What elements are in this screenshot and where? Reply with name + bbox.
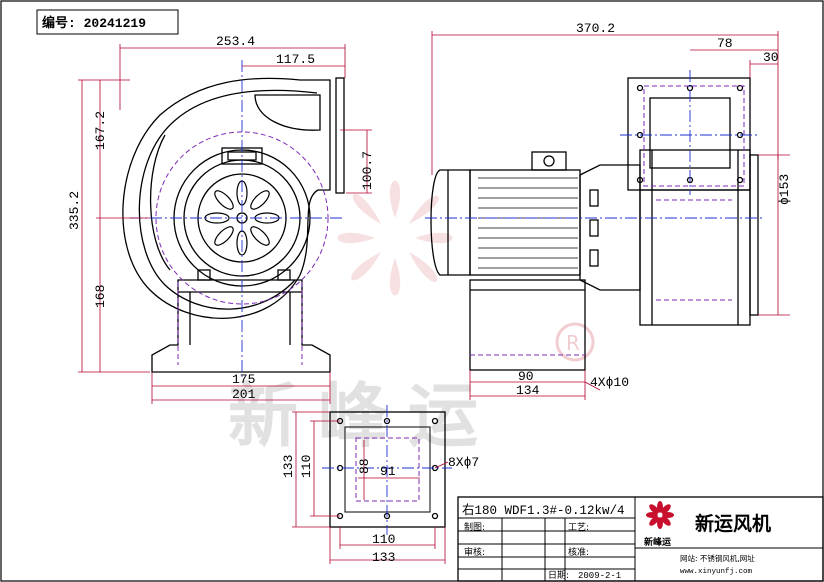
drawing-number-box	[36, 9, 179, 35]
approve-label: 核准:	[568, 546, 589, 558]
dim-201: 201	[232, 387, 256, 402]
front-view-dim-text: 253.4 117.5 167.2 335.2 168 100.7 175 20…	[67, 34, 375, 402]
watermark: R 新峰运	[228, 180, 595, 457]
dim-133-horizontal: 133	[372, 550, 395, 565]
drawing-number: 编号: 20241219	[42, 15, 146, 31]
dim-175: 175	[232, 372, 255, 387]
model-designation: 右180 WDF1.3#-0.12kw/4	[462, 502, 625, 518]
flange-view-dimensions	[292, 411, 449, 564]
flange-view-center-lines	[322, 405, 452, 535]
company-name: 新运风机	[695, 512, 771, 535]
dim-168: 168	[93, 285, 108, 308]
dim-370-2: 370.2	[576, 21, 615, 36]
side-view-dimensions	[431, 31, 790, 400]
dim-253-4: 253.4	[216, 34, 255, 49]
date-label: 日期:	[548, 570, 569, 581]
dim-117-5: 117.5	[276, 52, 315, 67]
front-view-dimensions	[78, 44, 372, 404]
dim-90: 90	[518, 369, 534, 384]
dim-4x-phi-10: 4Xϕ10	[590, 375, 629, 390]
side-view-dim-text: 370.2 78 30 ϕ153 90 134 4Xϕ10	[516, 21, 792, 398]
dim-110-horizontal: 110	[372, 532, 395, 547]
registered-mark: R	[566, 331, 580, 355]
dim-110-vertical: 110	[299, 455, 314, 478]
date-value: 2009-2-1	[578, 571, 621, 581]
made-label: 制图:	[464, 521, 485, 533]
dim-91: 91	[380, 464, 396, 479]
dim-335-2: 335.2	[67, 191, 82, 230]
dim-88: 88	[357, 458, 372, 474]
dim-phi-153: ϕ153	[777, 174, 792, 205]
dim-8x-phi-7: 8Xϕ7	[448, 455, 479, 470]
side-view-hidden-lines	[470, 85, 745, 356]
company-logo-icon	[646, 501, 674, 529]
website-line-1: 网站: 不锈钢风机,网址	[680, 553, 755, 563]
dim-100-7: 100.7	[360, 151, 375, 190]
flange-view-hidden-lines	[355, 437, 420, 502]
title-block	[457, 496, 824, 582]
dim-134: 134	[516, 383, 540, 398]
website-line-2: www.xinyunfj.com	[680, 568, 753, 576]
process-label: 工艺:	[568, 522, 589, 533]
flange-view-dim-text: 133 110 88 91 8Xϕ7 110 133	[281, 455, 479, 565]
dim-78: 78	[717, 36, 733, 51]
review-label: 审核:	[464, 546, 485, 558]
side-view	[430, 77, 759, 371]
title-block-text: 右180 WDF1.3#-0.12kw/4 制图: 工艺: 审核: 核准: 日期…	[462, 502, 771, 581]
front-view-center-lines	[130, 60, 345, 378]
dim-30: 30	[763, 50, 779, 65]
logo-text: 新峰运	[644, 536, 672, 548]
dim-167-2: 167.2	[93, 111, 108, 150]
dim-133-vertical: 133	[281, 455, 296, 478]
side-view-center-lines	[425, 70, 765, 219]
watermark-text: 新峰运	[228, 375, 498, 457]
